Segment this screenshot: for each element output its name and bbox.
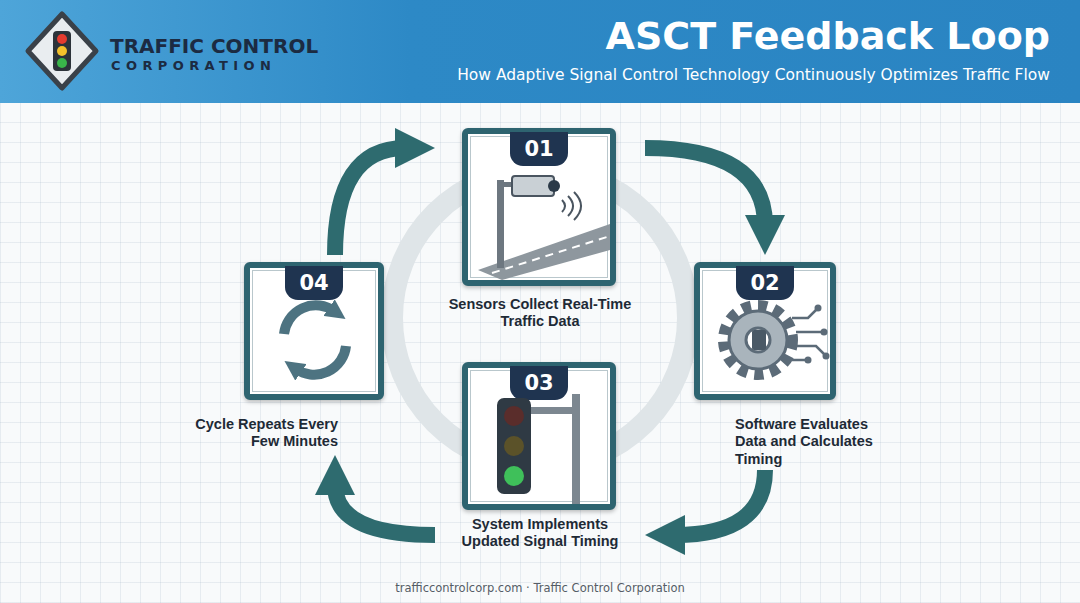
step-caption: Cycle Repeats Every Few Minutes: [190, 416, 338, 451]
flow-arrow: [335, 485, 435, 535]
step-number: 02: [736, 266, 794, 300]
flow-arrow: [335, 148, 405, 255]
company-name: TRAFFIC CONTROL: [110, 34, 318, 58]
step-node: 01Sensors Collect Real-Time Traffic Data: [435, 118, 645, 333]
subtitle: How Adaptive Signal Control Technology C…: [457, 66, 1050, 84]
diagram-title: ASCT Feedback Loop: [606, 14, 1050, 58]
company-subname: CORPORATION: [111, 58, 276, 73]
step-frame: 03: [462, 362, 616, 510]
step-caption: Software Evaluates Data and Calculates T…: [735, 416, 890, 468]
flow-arrow: [675, 470, 765, 535]
step-caption: Sensors Collect Real-Time Traffic Data: [435, 296, 645, 331]
footer-note: trafficcontrolcorp.com · Traffic Control…: [0, 581, 1080, 595]
step-node: 02Software Evaluates Data and Calculates…: [690, 255, 890, 470]
step-node: 03System Implements Updated Signal Timin…: [435, 355, 645, 555]
step-node: 04Cycle Repeats Every Few Minutes: [190, 255, 390, 455]
step-number: 01: [510, 132, 568, 166]
step-number: 04: [285, 266, 343, 300]
step-frame: 04: [244, 262, 384, 400]
step-caption: System Implements Updated Signal Timing: [455, 516, 625, 551]
step-frame: 02: [694, 262, 836, 400]
logo-mark: [0, 0, 110, 103]
step-frame: 01: [462, 128, 616, 286]
step-number: 03: [510, 366, 568, 400]
flow-arrow: [645, 148, 765, 225]
